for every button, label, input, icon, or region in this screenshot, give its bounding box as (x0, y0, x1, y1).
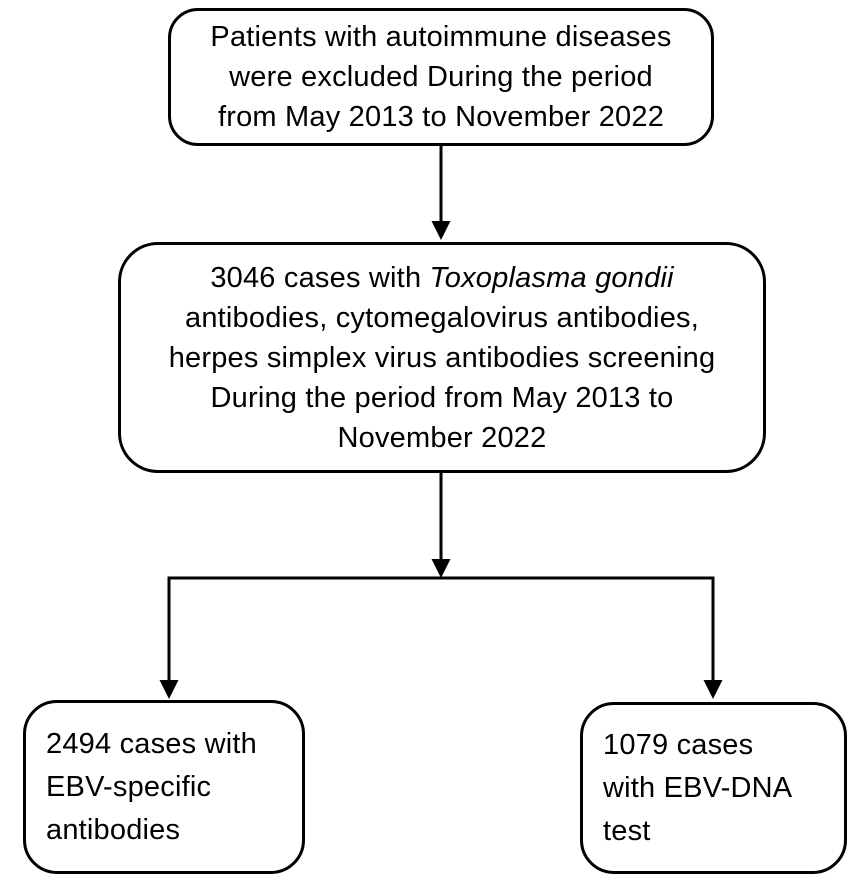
node-text-line: herpes simplex virus antibodies screenin… (168, 341, 716, 374)
node-text-line: were excluded During the period (229, 61, 653, 93)
node-text-line: 3046 cases with Toxoplasma gondii (210, 258, 673, 298)
node-text-segment: 3046 cases with (210, 261, 430, 294)
node-text-line: Patients with autoimmune diseases (210, 21, 672, 53)
node-text-line: During the period from May 2013 to (210, 381, 674, 414)
node-text-line: test (603, 814, 651, 847)
node-ebv-dna-test: 1079 cases with EBV-DNA test (580, 702, 847, 874)
arrow-branch-to-ebv-dna (703, 576, 723, 699)
node-screening-cases: 3046 cases with Toxoplasma gondii antibo… (118, 242, 766, 473)
arrow-exclusion-to-screening (431, 145, 451, 240)
node-text-line: with EBV-DNA (603, 771, 793, 804)
node-text-line: 1079 cases (603, 728, 754, 761)
node-text-line: EBV-specific (46, 770, 212, 803)
species-name-italic: Toxoplasma gondii (429, 261, 674, 294)
node-text-line: 2494 cases with (46, 727, 257, 760)
arrow-screening-to-branch (431, 472, 451, 578)
node-text-line: November 2022 (337, 421, 547, 454)
node-text-line: from May 2013 to November 2022 (217, 101, 665, 133)
node-text-line: antibodies, cytomegalovirus antibodies, (185, 301, 699, 334)
arrow-branch-to-ebv-antibodies (159, 576, 179, 699)
node-text-line: antibodies (46, 813, 181, 846)
node-ebv-specific-antibodies: 2494 cases with EBV-specific antibodies (23, 700, 305, 874)
node-excluded-patients: Patients with autoimmune diseases were e… (168, 8, 714, 146)
